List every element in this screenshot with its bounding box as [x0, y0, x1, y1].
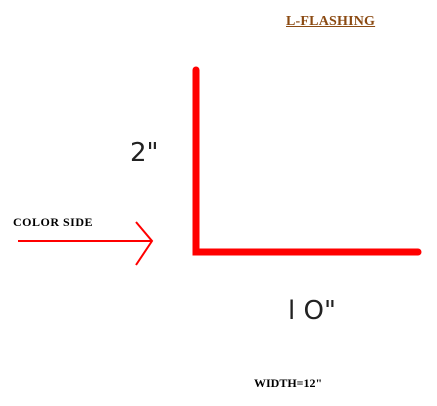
width-note: WIDTH=12" [254, 376, 323, 390]
color-side-label: COLOR SIDE [13, 215, 94, 229]
l-flashing-profile [192, 66, 422, 256]
vertical-leg-dimension: 2" [130, 138, 159, 168]
horizontal-leg-dimension: l O" [288, 296, 336, 326]
diagram-title: L-FLASHING [286, 14, 376, 29]
color-side-arrow [18, 221, 154, 266]
